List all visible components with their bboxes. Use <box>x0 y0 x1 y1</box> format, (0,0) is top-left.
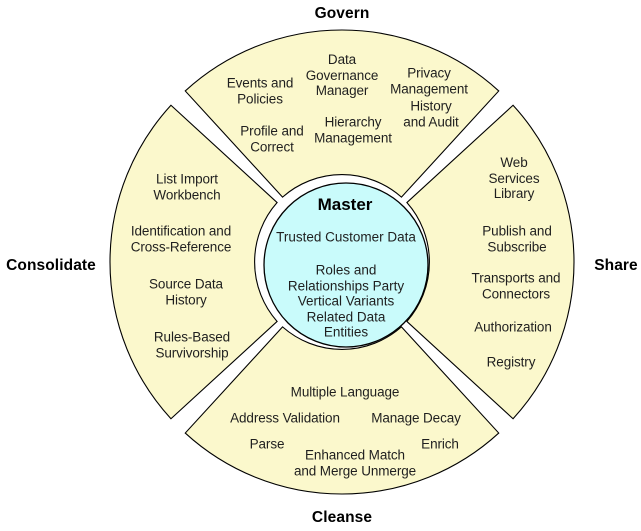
axis-label-govern: Govern <box>314 5 370 22</box>
core-details: Roles and Relationships Party Vertical V… <box>287 262 405 340</box>
segment-item-label: Authorization <box>474 319 552 335</box>
segment-item-label: Identification and Cross-Reference <box>130 223 232 255</box>
wheel-segment-share[interactable] <box>406 104 575 420</box>
segment-item-label: Data Governance Manager <box>305 51 379 98</box>
segment-item-label: Hierarchy Management <box>314 114 392 146</box>
segment-item-label: Manage Decay <box>371 410 461 426</box>
segment-item-label: Web Services Library <box>488 154 540 201</box>
segment-item-label: Rules-Based Survivorship <box>153 329 231 361</box>
segment-item-label: Transports and Connectors <box>471 270 561 302</box>
segment-item-label: Parse <box>249 436 285 452</box>
segment-item-label: Enrich <box>421 436 459 452</box>
core-circle <box>263 182 429 348</box>
core-title: Master <box>317 195 373 214</box>
segment-item-label: Privacy Management <box>390 65 468 97</box>
core-subtitle: Trusted Customer Data <box>276 229 416 245</box>
segment-item-label: Multiple Language <box>290 384 400 400</box>
axis-label-consolidate: Consolidate <box>6 257 96 274</box>
segment-item-label: History and Audit <box>403 98 459 130</box>
wheel-segment-govern[interactable] <box>184 29 500 198</box>
segment-item-label: Publish and Subscribe <box>482 223 552 255</box>
axis-label-share: Share <box>594 257 638 274</box>
segment-item-label: Source Data History <box>149 276 223 308</box>
segment-item-label: Address Validation <box>230 410 340 426</box>
wheel-segment-cleanse[interactable] <box>184 326 500 495</box>
segment-item-label: List Import Workbench <box>153 171 221 203</box>
segment-item-label: Events and Policies <box>226 75 294 107</box>
wheel-segment-consolidate[interactable] <box>109 104 278 420</box>
segment-item-label: Registry <box>486 354 536 370</box>
segment-item-label: Enhanced Match and Merge Unmerge <box>293 447 417 479</box>
segment-item-label: Profile and Correct <box>240 123 304 155</box>
axis-label-cleanse: Cleanse <box>311 509 373 526</box>
